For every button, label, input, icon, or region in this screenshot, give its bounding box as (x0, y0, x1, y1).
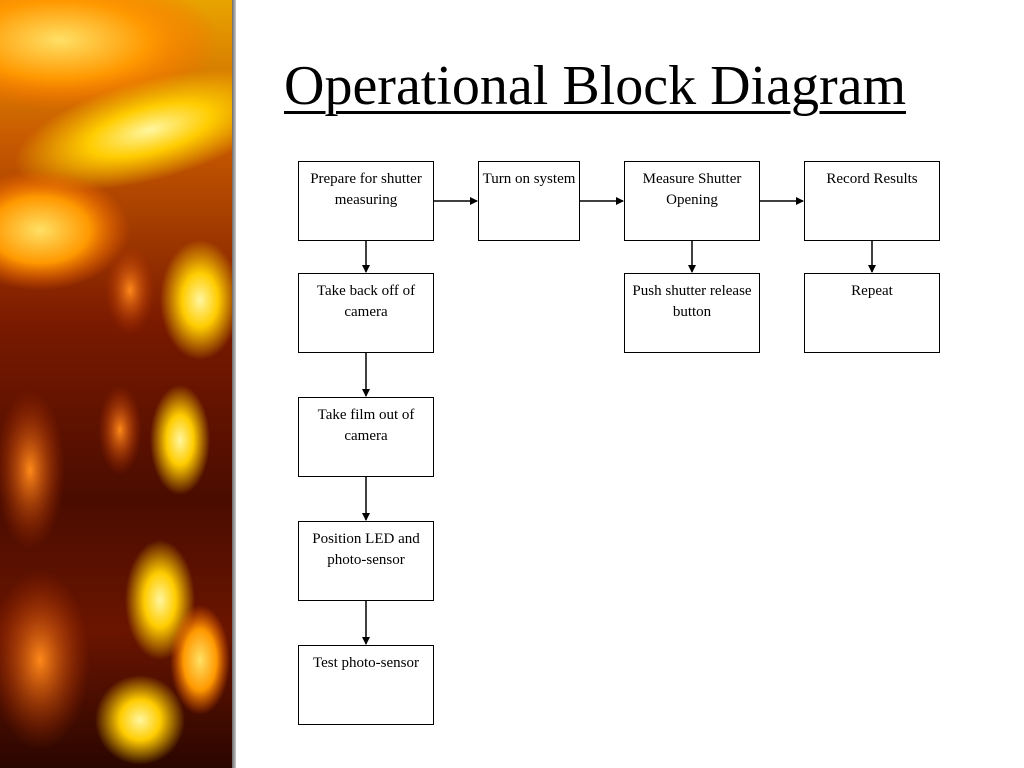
block-measure: Measure Shutter Opening (624, 161, 760, 241)
block-record-label: Record Results (826, 171, 918, 187)
block-take-film: Take film out of camera (298, 397, 434, 477)
block-record: Record Results (804, 161, 940, 241)
block-take-back-label: Take back off of camera (316, 283, 416, 320)
connector-arrows (362, 197, 876, 645)
block-repeat: Repeat (804, 273, 940, 353)
block-test-label: Test photo-sensor (312, 655, 420, 671)
block-take-back: Take back off of camera (298, 273, 434, 353)
block-position: Position LED and photo-sensor (298, 521, 434, 601)
block-prepare: Prepare for shutter measuring (298, 161, 434, 241)
block-position-label: Position LED and photo-sensor (312, 531, 420, 568)
block-push-label: Push shutter release button (632, 283, 752, 320)
block-measure-label: Measure Shutter Opening (642, 171, 742, 208)
block-repeat-label: Repeat (851, 283, 893, 299)
decorative-side-image (0, 0, 232, 768)
block-take-film-label: Take film out of camera (317, 407, 415, 444)
fire-pattern-graphic (0, 0, 232, 765)
block-turn-on-label: Turn on system (482, 171, 576, 187)
page-title: Operational Block Diagram (284, 55, 907, 117)
block-test: Test photo-sensor (298, 645, 434, 725)
block-turn-on: Turn on system (478, 161, 580, 241)
side-divider (232, 0, 236, 768)
block-push: Push shutter release button (624, 273, 760, 353)
block-prepare-label: Prepare for shutter measuring (310, 171, 422, 208)
